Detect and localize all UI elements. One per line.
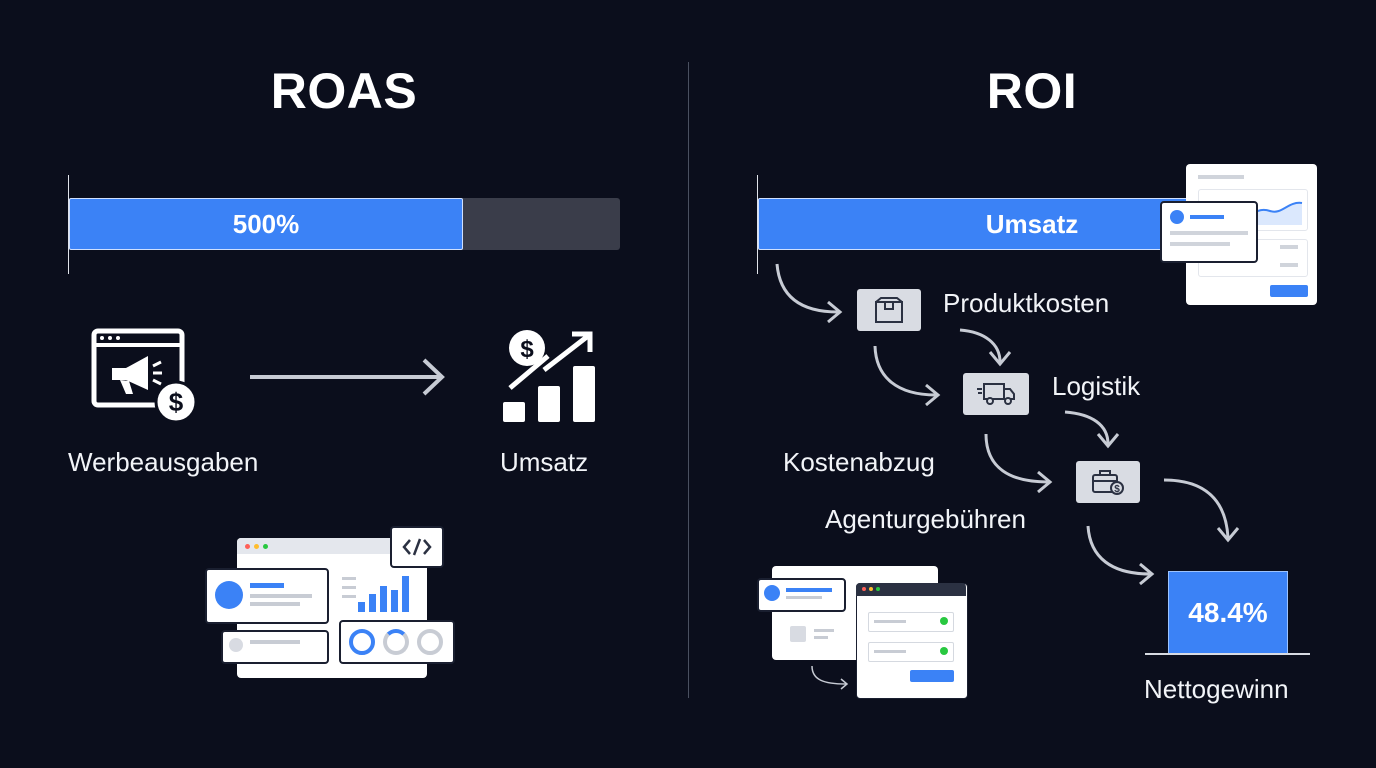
svg-text:$: $ xyxy=(169,387,184,417)
briefcase-dollar-icon: $ xyxy=(1076,461,1140,503)
net-profit-box: 48.4% xyxy=(1168,571,1288,654)
truck-icon xyxy=(963,373,1029,415)
roas-arrow xyxy=(250,358,445,396)
dashboard-illustration xyxy=(200,522,460,687)
net-profit-value: 48.4% xyxy=(1188,596,1268,628)
code-icon xyxy=(390,526,444,568)
logistics-label: Logistik xyxy=(1052,371,1141,401)
roas-axis xyxy=(68,175,69,274)
roas-title: ROAS xyxy=(270,63,418,119)
center-divider xyxy=(688,62,689,698)
roas-bar-fill: 500% xyxy=(69,198,463,250)
cost-deduction-label: Kostenabzug xyxy=(783,447,935,477)
form-workflow-illustration xyxy=(756,564,968,700)
net-profit-baseline xyxy=(1145,653,1310,655)
net-profit-label: Nettogewinn xyxy=(1144,674,1289,704)
svg-text:$: $ xyxy=(1114,484,1120,495)
analytics-card-illustration xyxy=(1160,163,1320,308)
megaphone-dollar-icon: $ xyxy=(91,328,198,424)
bar-growth-dollar-icon: $ xyxy=(503,330,595,422)
agency-fees-label: Agenturgebühren xyxy=(825,504,1026,534)
product-costs-label: Produktkosten xyxy=(943,288,1110,318)
ad-spend-label: Werbeausgaben xyxy=(68,447,259,477)
roi-revenue-label: Umsatz xyxy=(985,208,1079,239)
svg-text:$: $ xyxy=(520,336,534,363)
roi-axis xyxy=(757,175,758,274)
roi-title: ROI xyxy=(986,63,1078,119)
roas-bar-label: 500% xyxy=(232,208,300,239)
box-icon xyxy=(857,289,921,331)
revenue-label: Umsatz xyxy=(500,447,589,477)
